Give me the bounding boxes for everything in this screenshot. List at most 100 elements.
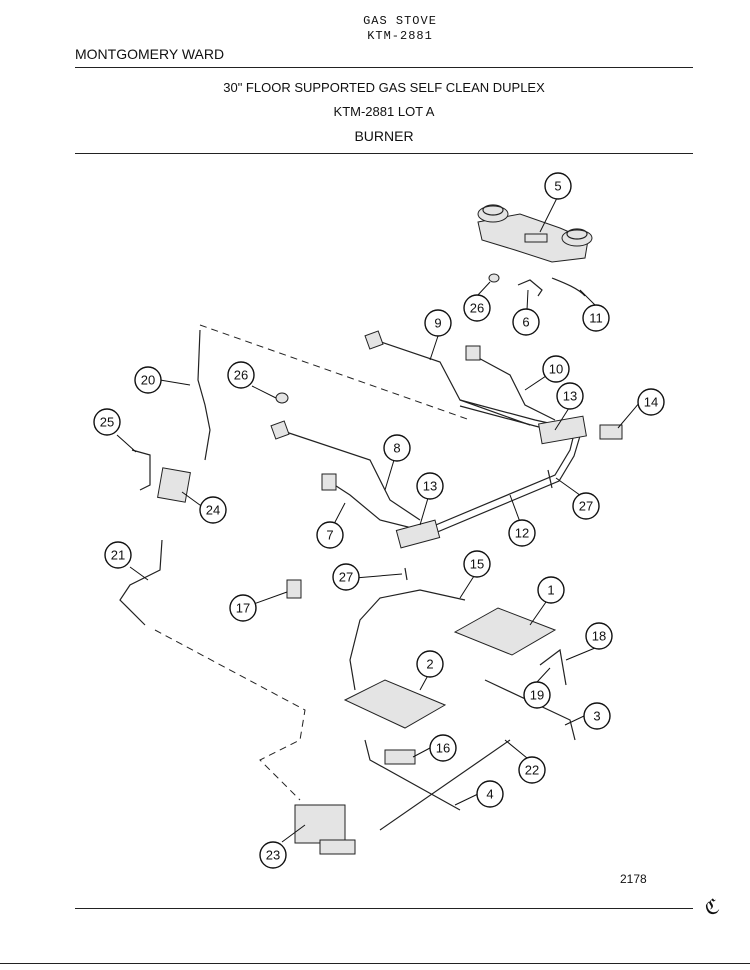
bracket-part [131, 449, 151, 491]
product-title: 30" FLOOR SUPPORTED GAS SELF CLEAN DUPLE… [223, 80, 545, 95]
callout-14: 14 [637, 388, 665, 416]
page-number: 2178 [620, 872, 647, 886]
svg-text:23: 23 [266, 848, 280, 863]
svg-text:6: 6 [522, 315, 529, 330]
callout-22: 22 [518, 756, 546, 784]
broil-burner-part [343, 679, 447, 729]
svg-text:19: 19 [530, 688, 544, 703]
screw-part [547, 469, 553, 489]
svg-text:18: 18 [592, 629, 606, 644]
svg-text:14: 14 [644, 395, 658, 410]
thermocouple-tube [197, 329, 211, 461]
header-rule [75, 67, 693, 68]
svg-text:15: 15 [470, 557, 484, 572]
svg-text:11: 11 [589, 311, 603, 326]
leader-lines [116, 195, 641, 843]
bottom-edge-rule [0, 963, 750, 964]
callout-21: 21 [104, 541, 132, 569]
svg-text:12: 12 [515, 526, 529, 541]
callout-24: 24 [199, 496, 227, 524]
callout-18: 18 [585, 622, 613, 650]
svg-text:13: 13 [423, 479, 437, 494]
wire-part [551, 277, 586, 297]
burner-tube-part [329, 481, 421, 531]
callout-3: 3 [583, 702, 611, 730]
callout-8: 8 [383, 434, 411, 462]
valve-part [599, 424, 623, 440]
nut-part [275, 392, 289, 404]
svg-text:9: 9 [434, 316, 441, 331]
callout-2: 2 [416, 650, 444, 678]
svg-text:24: 24 [206, 503, 220, 518]
svg-text:21: 21 [111, 548, 125, 563]
callout-26: 26 [227, 361, 255, 389]
svg-text:16: 16 [436, 741, 450, 756]
svg-text:20: 20 [141, 373, 155, 388]
callout-1: 1 [537, 576, 565, 604]
tube-part [379, 739, 511, 831]
svg-text:27: 27 [579, 499, 593, 514]
alignment-dash [154, 629, 306, 801]
thermostat-valve [294, 804, 346, 844]
svg-text:26: 26 [234, 368, 248, 383]
svg-text:26: 26 [470, 301, 484, 316]
callout-27: 27 [572, 492, 600, 520]
svg-text:25: 25 [100, 415, 114, 430]
thermostat-valve [319, 839, 356, 855]
callout-26: 26 [463, 294, 491, 322]
callout-20: 20 [134, 366, 162, 394]
svg-text:13: 13 [563, 389, 577, 404]
svg-text:3: 3 [593, 709, 600, 724]
valve-cluster [395, 519, 441, 549]
section-title: BURNER [354, 128, 414, 144]
callout-9: 9 [424, 309, 452, 337]
fitting-part [539, 648, 567, 686]
svg-text:17: 17 [236, 601, 250, 616]
callout-5: 5 [544, 172, 572, 200]
burner-part [484, 679, 576, 741]
callout-23: 23 [259, 841, 287, 869]
callout-13: 13 [556, 382, 584, 410]
spark-tube [349, 589, 466, 691]
svg-text:22: 22 [525, 763, 539, 778]
ignitor-part [286, 579, 302, 599]
burner-tube-part [279, 429, 421, 521]
screw-part [404, 567, 408, 581]
callout-7: 7 [316, 521, 344, 549]
orifice-tube [119, 539, 163, 626]
dual-burner-assembly [477, 204, 593, 263]
svg-text:8: 8 [393, 441, 400, 456]
callout-6: 6 [512, 308, 540, 336]
callout-10: 10 [542, 355, 570, 383]
callout-13: 13 [416, 472, 444, 500]
callout-11: 11 [582, 304, 610, 332]
callout-4: 4 [476, 780, 504, 808]
callout-17: 17 [229, 594, 257, 622]
callout-25: 25 [93, 408, 121, 436]
title-block: 30" FLOOR SUPPORTED GAS SELF CLEAN DUPLE… [75, 80, 693, 153]
svg-text:7: 7 [326, 528, 333, 543]
callout-27: 27 [332, 563, 360, 591]
svg-text:10: 10 [549, 362, 563, 377]
igniter-bracket [157, 467, 191, 503]
title-rule [75, 153, 693, 154]
burner-tube-part [374, 339, 531, 426]
footer-rule [75, 908, 693, 909]
callout-16: 16 [429, 734, 457, 762]
callout-15: 15 [463, 550, 491, 578]
svg-text:1: 1 [547, 583, 554, 598]
clip-part [517, 279, 543, 297]
model-number: KTM-2881 [367, 29, 433, 43]
svg-text:27: 27 [339, 570, 353, 585]
svg-text:4: 4 [486, 787, 493, 802]
callout-19: 19 [523, 681, 551, 709]
burner-part [364, 739, 461, 811]
brand-name: MONTGOMERY WARD [75, 46, 225, 62]
oven-burner-part [453, 607, 557, 656]
ignitor-part [384, 749, 416, 765]
lot-title: KTM-2881 LOT A [333, 104, 435, 119]
doc-type: GAS STOVE [363, 14, 437, 28]
svg-text:2: 2 [426, 657, 433, 672]
svg-text:5: 5 [554, 179, 561, 194]
